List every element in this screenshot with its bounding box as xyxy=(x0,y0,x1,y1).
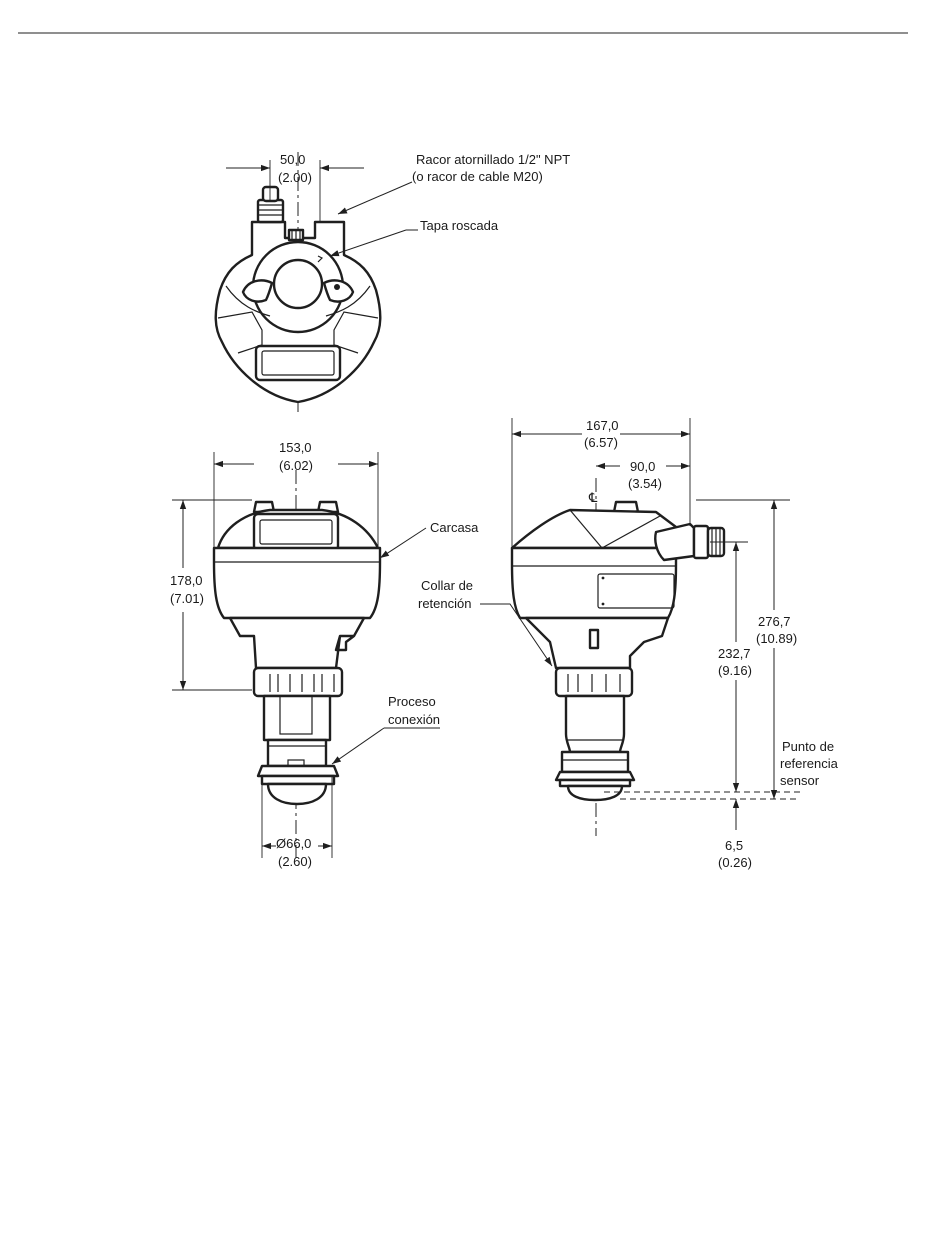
side-height-dim-inch: (9.16) xyxy=(718,663,752,678)
callout-collar-line2: retención xyxy=(418,596,471,611)
top-width-dim: 50,0 xyxy=(280,152,305,167)
top-width-dim-inch: (2.00) xyxy=(278,170,312,185)
front-width-dim-inch: (6.02) xyxy=(279,458,313,473)
callout-ref-line2: referencia xyxy=(780,756,839,771)
front-height-dim-inch: (7.01) xyxy=(170,591,204,606)
side-width-dim: 167,0 xyxy=(586,418,619,433)
top-view: 50,0 (2.00) Racor atornillado 1/2" NPT (… xyxy=(216,152,571,412)
callout-housing: Carcasa xyxy=(430,520,479,535)
callout-fitting-line1: Racor atornillado 1/2" NPT xyxy=(416,152,570,167)
callout-collar-line1: Collar de xyxy=(421,578,473,593)
side-offset-dim: 90,0 xyxy=(630,459,655,474)
front-diameter-dim: Ø66,0 xyxy=(276,836,311,851)
callout-process-line2: conexión xyxy=(388,712,440,727)
side-width-dim-inch: (6.57) xyxy=(584,435,618,450)
callout-process-line1: Proceso xyxy=(388,694,436,709)
callout-lid: Tapa roscada xyxy=(420,218,499,233)
callout-fitting-line2: (o racor de cable M20) xyxy=(412,169,543,184)
side-centerline-symbol: ℄ xyxy=(588,490,598,505)
side-view: ℄ xyxy=(418,418,839,870)
front-view: 153,0 (6.02) 178,0 (7.01) Carcasa Proces… xyxy=(170,440,479,869)
side-total-height-dim: 276,7 xyxy=(758,614,791,629)
front-width-dim: 153,0 xyxy=(279,440,312,455)
front-diameter-dim-inch: (2.60) xyxy=(278,854,312,869)
side-small-dim: 6,5 xyxy=(725,838,743,853)
side-total-height-dim-inch: (10.89) xyxy=(756,631,797,646)
callout-ref-line3: sensor xyxy=(780,773,820,788)
side-height-dim: 232,7 xyxy=(718,646,751,661)
side-small-dim-inch: (0.26) xyxy=(718,855,752,870)
side-offset-dim-inch: (3.54) xyxy=(628,476,662,491)
callout-ref-line1: Punto de xyxy=(782,739,834,754)
front-height-dim: 178,0 xyxy=(170,573,203,588)
